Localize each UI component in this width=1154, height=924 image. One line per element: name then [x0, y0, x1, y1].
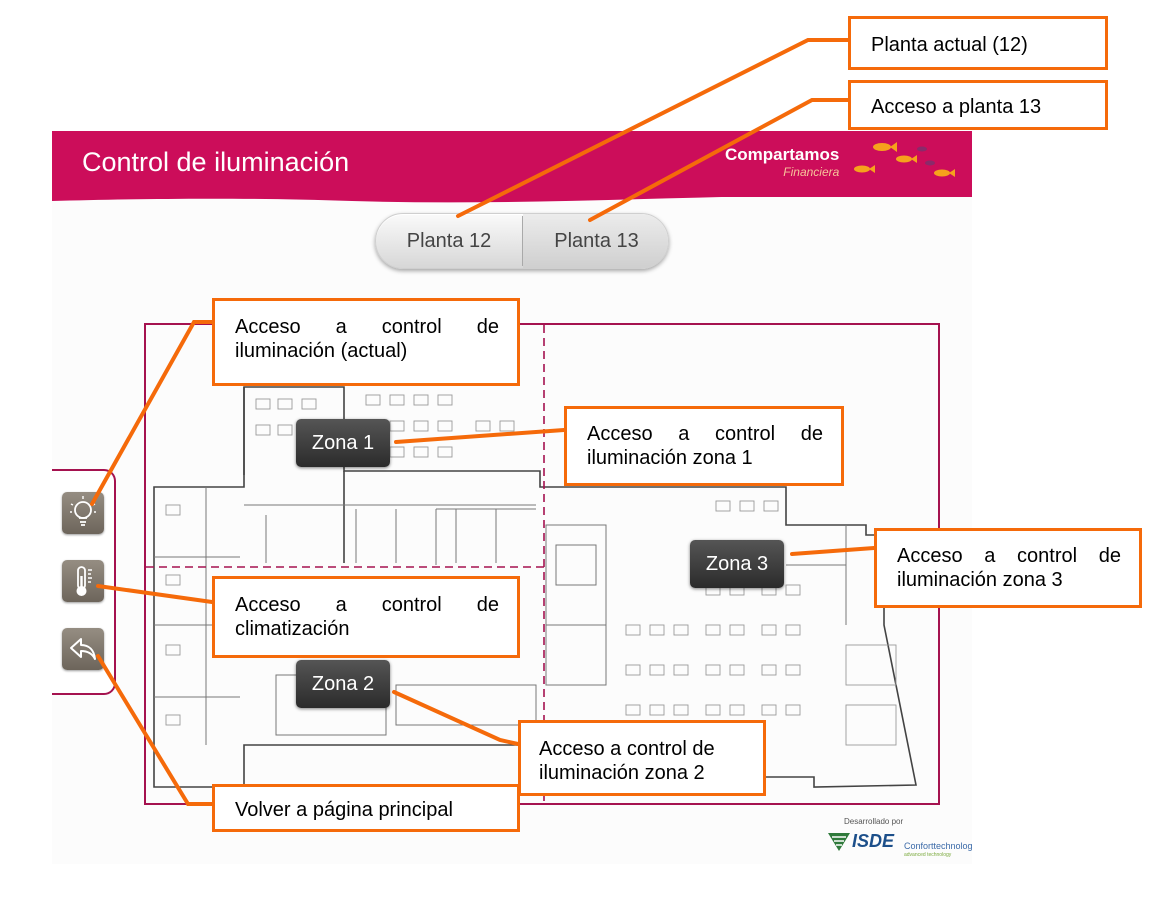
back-arrow-icon — [70, 638, 96, 660]
home-button[interactable] — [62, 628, 104, 670]
zone-2-button[interactable]: Zona 2 — [296, 660, 390, 708]
callout-acceso-planta-13: Acceso a planta 13 — [848, 80, 1108, 130]
header-wave — [52, 189, 972, 203]
confor-logo: Conforttechnologies — [904, 841, 972, 851]
callout-volver: Volver a página principal — [212, 784, 520, 832]
confor-logo-sub: advanced technology — [904, 852, 952, 858]
tab-planta-13[interactable]: Planta 13 — [523, 214, 668, 268]
callout-zona-2: Acceso a control de iluminación zona 2 — [518, 720, 766, 796]
callout-zona-3: Acceso a control de iluminación zona 3 — [874, 528, 1142, 608]
floor-toggle: Planta 12 Planta 13 — [375, 213, 669, 269]
callout-planta-actual: Planta actual (12) — [848, 16, 1108, 70]
developed-by-label: Desarrollado por — [844, 817, 904, 826]
isde-logo: ISDE — [852, 831, 895, 851]
page-title: Control de iluminación — [82, 147, 350, 177]
climate-button[interactable] — [62, 560, 104, 602]
fish-logo-icon — [854, 142, 955, 177]
tab-planta-12[interactable]: Planta 12 — [406, 230, 492, 252]
thermometer-icon — [76, 566, 92, 596]
lightbulb-icon — [70, 496, 96, 526]
zone-3-button[interactable]: Zona 3 — [690, 540, 784, 588]
callout-zona-1: Acceso a control de iluminación zona 1 — [564, 406, 844, 486]
isde-logo-icon — [828, 833, 850, 851]
callout-control-iluminacion-actual: Acceso a control de iluminación (actual) — [212, 298, 520, 386]
brand-subtitle: Financiera — [783, 165, 840, 179]
callout-climatizacion: Acceso a control de climatización — [212, 576, 520, 658]
brand-name: Compartamos — [725, 145, 840, 164]
side-nav-panel — [52, 469, 116, 695]
zone-1-button[interactable]: Zona 1 — [296, 419, 390, 467]
brand-logo: Compartamos Financiera — [725, 145, 839, 179]
app-header: Control de iluminación Compartamos Finan… — [52, 131, 972, 197]
